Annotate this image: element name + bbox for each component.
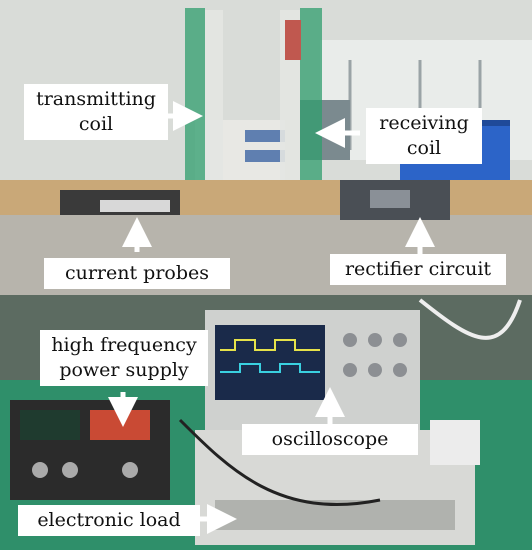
label-hf-power-supply: high frequency power supply — [40, 330, 208, 386]
label-transmitting-coil: transmitting coil — [24, 84, 168, 140]
circuit-breaker — [430, 420, 480, 465]
cable — [178, 418, 381, 506]
label-line: high frequency — [51, 334, 197, 356]
label-electronic-load: electronic load — [18, 505, 200, 536]
label-line: coil — [406, 137, 442, 159]
label-line: receiving — [379, 112, 469, 134]
red-marker — [285, 20, 301, 60]
label-line: power supply — [59, 359, 189, 381]
label-line: rectifier circuit — [344, 258, 492, 280]
label-line: current probes — [64, 262, 210, 284]
label-line: coil — [78, 113, 114, 135]
label-current-probes: current probes — [44, 258, 230, 289]
label-line: oscilloscope — [271, 428, 389, 450]
label-line: electronic load — [37, 509, 181, 531]
label-oscilloscope: oscilloscope — [242, 424, 418, 455]
coil-frame-right — [300, 8, 322, 218]
label-rectifier-circuit: rectifier circuit — [330, 254, 506, 285]
label-receiving-coil: receiving coil — [366, 108, 482, 164]
oscilloscope-screen — [215, 325, 325, 400]
label-line: transmitting — [36, 88, 156, 110]
